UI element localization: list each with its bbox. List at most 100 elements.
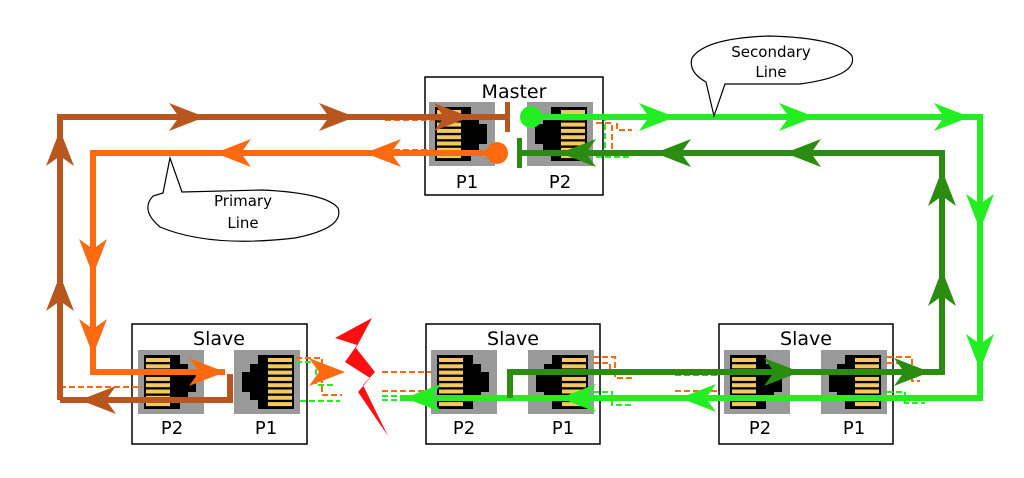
slave-right-title: Slave	[780, 328, 832, 350]
arrowhead-l-19	[405, 384, 441, 412]
arrowhead-l-18	[560, 384, 596, 412]
secondary-terminator-bar	[517, 138, 522, 168]
pin	[561, 128, 585, 133]
master-port-p2-label: P2	[549, 172, 571, 193]
pin	[437, 154, 461, 159]
pin	[855, 383, 879, 388]
pin	[268, 364, 292, 369]
master-title: Master	[482, 81, 547, 103]
pin	[732, 358, 756, 362]
primary-callout-line2: Line	[227, 214, 258, 232]
pin	[561, 141, 585, 146]
pin	[732, 364, 756, 369]
pin	[437, 128, 461, 133]
arrowhead-r-11	[309, 358, 345, 386]
master-port-p1-label: P1	[456, 172, 478, 193]
pin	[439, 376, 463, 381]
arrowhead-l-20	[655, 139, 691, 167]
arrowhead-r-13	[779, 103, 815, 131]
arrowhead-r-14	[934, 103, 970, 131]
arrowhead-l-6	[215, 139, 251, 167]
pin	[146, 376, 170, 381]
pin	[439, 389, 463, 394]
secondary-callout-line1: Secondary	[731, 43, 811, 61]
slave-left-title: Slave	[193, 328, 245, 350]
arrowhead-l-21	[785, 139, 821, 167]
arrowhead-l-5	[80, 386, 116, 414]
pin	[146, 389, 170, 394]
arrowhead-d-15	[966, 194, 994, 230]
slave-right-port-p2-label: P2	[749, 418, 771, 439]
arrowhead-u-23	[928, 170, 956, 206]
slave-left-port-p1-label: P1	[255, 418, 277, 439]
pin	[855, 364, 879, 369]
arrowhead-r-1	[319, 103, 355, 131]
pin	[562, 364, 586, 369]
arrowhead-l-22	[560, 139, 596, 167]
pin	[561, 110, 585, 114]
pin	[562, 389, 586, 394]
pin	[855, 402, 879, 407]
arrowhead-u-24	[928, 270, 956, 306]
pin	[562, 376, 586, 381]
pin	[439, 402, 463, 407]
direction-arrows	[46, 103, 994, 414]
primary-line-callout: Primary Line	[147, 155, 340, 242]
arrowhead-l-7	[365, 139, 401, 167]
pin	[439, 364, 463, 369]
arrowhead-u-3	[46, 130, 74, 166]
arrowhead-r-26	[894, 358, 930, 386]
pin	[855, 389, 879, 394]
rj45-port-master-p1	[429, 102, 495, 166]
pin	[855, 358, 879, 362]
pin	[439, 383, 463, 388]
primary-line-outbound	[57, 114, 505, 403]
pin	[562, 358, 586, 362]
arrowhead-r-2	[434, 103, 470, 131]
rj45-port-slave-right-p2	[724, 350, 790, 414]
arrowhead-d-8	[79, 239, 107, 275]
arrowhead-d-16	[966, 334, 994, 370]
pin	[146, 383, 170, 388]
pin	[268, 383, 292, 388]
pin	[146, 358, 170, 362]
slave-right-port-p1-label: P1	[843, 418, 865, 439]
slave-middle-port-p2-label: P2	[453, 418, 475, 439]
rj45-port-slave-left-p1	[234, 350, 300, 414]
pin	[439, 370, 463, 375]
pin	[732, 389, 756, 394]
pin	[268, 376, 292, 381]
pin	[268, 370, 292, 375]
pin	[732, 376, 756, 381]
pin	[268, 389, 292, 394]
arrowhead-u-4	[46, 275, 74, 311]
secondary-line-callout: Secondary Line	[690, 35, 854, 119]
pin	[562, 383, 586, 388]
rj45-port-slave-middle-p2	[431, 350, 497, 414]
arrowhead-r-0	[169, 103, 205, 131]
pin	[439, 358, 463, 362]
lightning-bolt-icon	[335, 318, 388, 436]
arrowhead-r-25	[764, 358, 800, 386]
rj45-port-slave-right-p1	[821, 350, 887, 414]
secondary-callout-line2: Line	[755, 63, 786, 81]
pin	[561, 135, 585, 140]
pin	[437, 147, 461, 152]
slave-left-port-p2-label: P2	[161, 418, 183, 439]
arrowhead-r-10	[189, 358, 225, 386]
arrowhead-l-17	[680, 384, 716, 412]
pin	[437, 135, 461, 140]
pin	[437, 141, 461, 146]
arrowhead-r-12	[639, 103, 675, 131]
pin	[146, 364, 170, 369]
slave-middle-title: Slave	[487, 328, 539, 350]
pin	[146, 402, 170, 407]
primary-callout-line1: Primary	[214, 192, 272, 210]
slave-middle-port-p1-label: P1	[552, 418, 574, 439]
arrowhead-d-9	[79, 319, 107, 355]
master-line-terminators	[486, 102, 542, 168]
primary-end-dot	[486, 142, 508, 164]
pin	[732, 402, 756, 407]
pin	[562, 402, 586, 407]
